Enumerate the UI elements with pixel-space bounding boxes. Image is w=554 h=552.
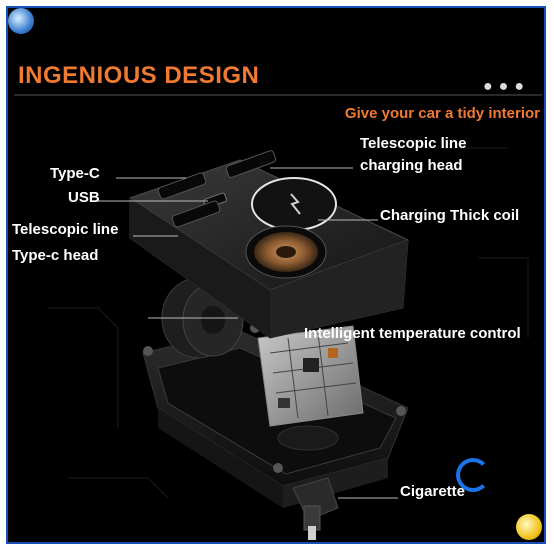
product-illustration [48,147,529,540]
top-charging-plate [128,150,410,339]
label-type-c-head: Type-c head [12,247,99,264]
label-charging-head: charging head [360,157,463,174]
label-telescopic-line-right: Telescopic line [360,135,467,152]
label-charging-coil: Charging Thick coil [380,207,520,224]
label-telescopic-line-left: Telescopic line [12,221,119,238]
sun-icon [516,514,542,540]
product-image-frame: INGENIOUS DESIGN ●●● Give your car a tid… [6,6,546,544]
background-traces [48,147,529,499]
tagline: Give your car a tidy interior [344,105,540,122]
label-type-c: Type-C [50,165,100,182]
label-temperature-control: Intelligent temperature control [304,325,521,342]
pointer-lines [98,167,398,499]
cigarette-plug [292,477,339,540]
loading-spinner-icon [456,458,490,492]
label-usb: USB [68,189,100,206]
page-title: INGENIOUS DESIGN [18,62,260,89]
label-cigarette: Cigarette [400,483,466,500]
title-divider [14,94,542,96]
more-dots-icon: ●●● [483,78,530,95]
circuit-board [257,325,364,427]
globe-icon [8,8,34,34]
